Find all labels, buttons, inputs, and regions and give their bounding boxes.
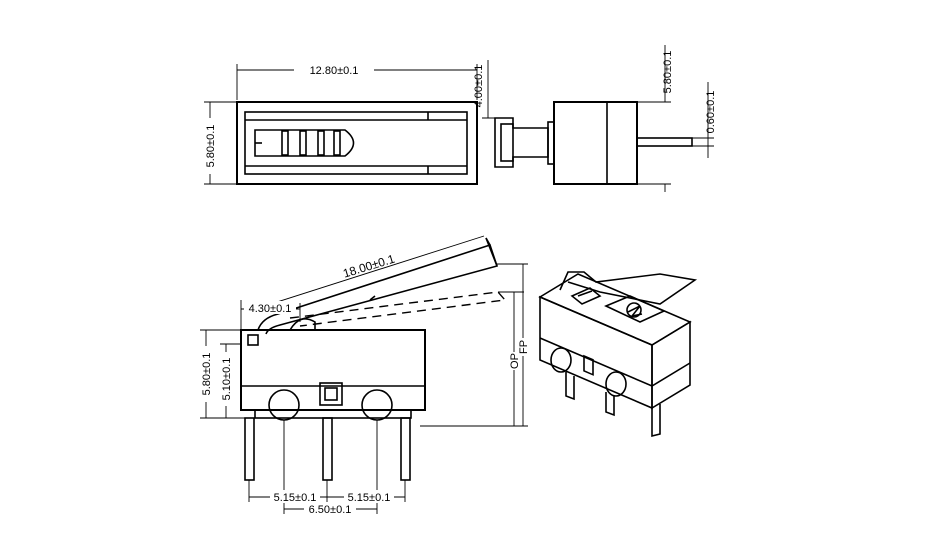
front-view-pin-1 [244,417,255,481]
dim-side-height-58: 5.80±0.1 [662,51,674,94]
front-view-logo [247,334,259,346]
dim-top-height: 5.80±0.1 [205,125,217,168]
top-view-inner-frame [244,111,468,175]
iso-logo-mark [627,305,643,318]
dim-label-bg [199,346,213,402]
iso-lever-slot [570,287,602,305]
top-view: 12.80±0.1 5.80±0.1 [203,63,478,185]
iso-right-face [651,320,691,410]
side-view: 4.00±0.1 5.80±0.1 0.60±0.1 [473,45,717,192]
dim-pitch-total: 6.50±0.1 [309,504,352,516]
front-view-hole-left [268,389,300,421]
top-view-lever-slot [254,129,355,157]
front-view-body [240,329,426,411]
dim-line-lever [251,235,485,311]
iso-slot-mark [577,290,593,297]
dim-pitch-left: 5.15±0.1 [274,492,317,504]
iso-base-ledge [539,337,691,387]
iso-lever [559,271,698,305]
front-view: 18.00±0.1 4.30±0.1 5.80±0.1 5.10±0.1 5.1… [199,235,530,516]
front-view-square-window [319,382,343,406]
dim-lever-pivot: 4.30±0.1 [249,303,292,315]
dim-op: OP [509,353,521,369]
dim-side-height-4: 4.00±0.1 [473,65,485,108]
dim-body-height: 5.80±0.1 [201,353,213,396]
front-view-lever-tip-top [485,237,491,246]
side-view-left-inner [500,123,514,162]
iso-logo-ring [626,302,642,318]
front-view-actuator [289,318,316,331]
isometric-view [538,271,698,438]
iso-pin-1 [565,372,575,401]
side-view-pin [636,137,693,147]
iso-pin-2 [605,392,615,417]
dim-hole-height: 5.10±0.1 [221,358,233,401]
top-view-rib-4 [333,130,341,156]
front-view-pin-2 [322,417,333,481]
dim-top-width: 12.80±0.1 [310,65,359,77]
dim-fp: FP [518,340,530,354]
iso-top-window [604,295,666,323]
top-view-rib-1 [281,130,289,156]
dim-label-bg [219,352,233,406]
dim-label-bg [304,502,356,515]
front-view-lever-released [289,291,507,327]
side-view-body [553,101,638,185]
front-view-lever-mark [369,295,376,301]
top-view-rib-3 [317,130,325,156]
top-view-body-outline [236,101,478,185]
front-view-hole-right [361,389,393,421]
dim-label-bg [244,301,296,314]
iso-hole-right [605,371,627,397]
dim-label-bg [294,63,374,77]
iso-pin-3 [651,404,661,438]
front-view-square-inner [324,387,338,401]
dim-pin-thickness: 0.60±0.1 [705,91,717,134]
front-view-pin-3 [400,417,411,481]
iso-front-face [539,295,653,410]
front-view-foot [254,409,412,419]
iso-square-window [583,354,594,376]
dim-pitch-right: 5.15±0.1 [348,492,391,504]
dim-label-bg [507,352,519,370]
iso-hole-left [550,347,572,373]
top-view-rib-2 [299,130,307,156]
dim-lever-length: 18.00±0.1 [341,252,396,281]
dim-label-bg [344,490,394,503]
dim-label-bg [270,490,320,503]
dim-label-bg [517,338,529,356]
side-view-left-block [494,117,549,168]
dim-label-bg [203,118,217,174]
side-view-actuator-boss [547,121,555,165]
